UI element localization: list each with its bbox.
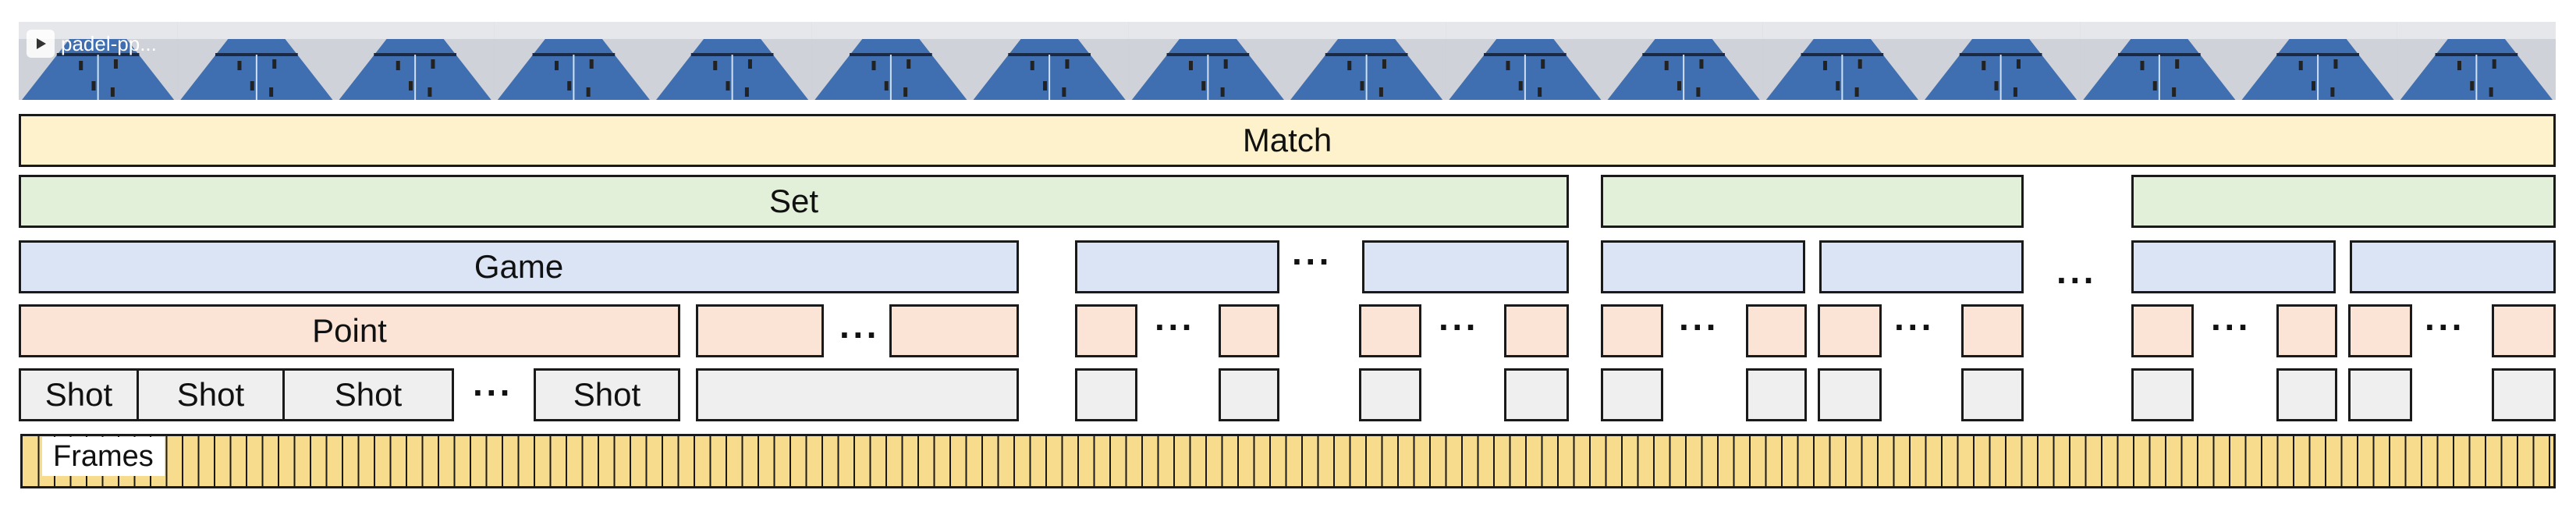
video-thumbnail (1287, 22, 1446, 100)
game-box (2350, 240, 2556, 293)
video-badge: padel-pp... (27, 28, 157, 59)
ellipsis: ··· (839, 314, 880, 355)
video-badge-text: padel-pp... (61, 31, 157, 55)
frames-bar (20, 434, 2556, 488)
video-thumbnail (970, 22, 1129, 100)
shot-box: Shot (19, 368, 139, 421)
shot-box: Shot (137, 368, 285, 421)
game-box: Game (19, 240, 1019, 293)
point-box (1504, 304, 1569, 357)
point-box (1075, 304, 1137, 357)
shot-box (2348, 368, 2412, 421)
ellipsis: ··· (2425, 307, 2465, 347)
video-thumbnail (177, 22, 336, 100)
match-box: Match (19, 114, 2556, 167)
shot-box (2492, 368, 2556, 421)
point-box (1359, 304, 1421, 357)
point-box (1219, 304, 1279, 357)
shot-box (1219, 368, 1279, 421)
point-box (1818, 304, 1882, 357)
video-thumbnail (1604, 22, 1763, 100)
video-thumbnail (494, 22, 653, 100)
video-thumbnail (2080, 22, 2239, 100)
game-box (1601, 240, 1805, 293)
shot-box (2276, 368, 2337, 421)
game-label: Game (474, 248, 564, 285)
video-filmstrip (19, 22, 2556, 100)
shot-label: Shot (334, 376, 403, 413)
video-thumbnail (1762, 22, 1921, 100)
video-thumbnail (1128, 22, 1287, 100)
video-thumbnail (1446, 22, 1605, 100)
shot-box (1818, 368, 1882, 421)
shot-box (1359, 368, 1421, 421)
point-box (2492, 304, 2556, 357)
point-box (2276, 304, 2337, 357)
point-box (1601, 304, 1663, 357)
video-thumbnail (811, 22, 970, 100)
set-box (2131, 175, 2556, 228)
shot-box: Shot (534, 368, 680, 421)
video-thumbnail (1921, 22, 2081, 100)
ellipsis: ··· (1155, 307, 1195, 347)
shot-label: Shot (573, 376, 641, 413)
shot-label: Shot (44, 376, 113, 413)
point-box: Point (19, 304, 680, 357)
set-box: Set (19, 175, 1569, 228)
video-thumbnail (2397, 22, 2556, 100)
ellipsis: ··· (1894, 307, 1935, 347)
point-box (889, 304, 1019, 357)
shot-box (696, 368, 1019, 421)
video-thumbnail (2238, 22, 2397, 100)
point-box (1746, 304, 1807, 357)
shot-box: Shot (282, 368, 454, 421)
video-thumbnail (19, 22, 178, 100)
game-box (1362, 240, 1569, 293)
filmstrip-thumbnails (19, 22, 2556, 100)
frames-label: Frames (42, 437, 165, 476)
game-box (1075, 240, 1279, 293)
shot-box (1075, 368, 1137, 421)
ellipsis: ··· (1292, 241, 1332, 282)
match-label: Match (1242, 122, 1332, 158)
set-label: Set (768, 183, 819, 219)
shot-box (1961, 368, 2024, 421)
point-box (2131, 304, 2194, 357)
video-thumbnail (653, 22, 812, 100)
game-box (2131, 240, 2336, 293)
point-box (1961, 304, 2024, 357)
ellipsis: ··· (1439, 307, 1479, 347)
shot-label: Shot (176, 376, 245, 413)
point-box (2348, 304, 2412, 357)
point-box (696, 304, 824, 357)
video-thumbnail (335, 22, 495, 100)
ellipsis: ··· (1679, 307, 1719, 347)
shot-box (1504, 368, 1569, 421)
game-box (1819, 240, 2024, 293)
set-box (1601, 175, 2024, 228)
shot-box (1601, 368, 1663, 421)
ellipsis: ··· (2056, 260, 2097, 300)
shot-box (2131, 368, 2194, 421)
point-label: Point (312, 312, 387, 349)
frame-ticks (37, 436, 2550, 486)
play-icon (27, 30, 55, 58)
shot-box (1746, 368, 1807, 421)
ellipsis: ··· (2211, 307, 2251, 347)
ellipsis: ··· (473, 372, 513, 413)
